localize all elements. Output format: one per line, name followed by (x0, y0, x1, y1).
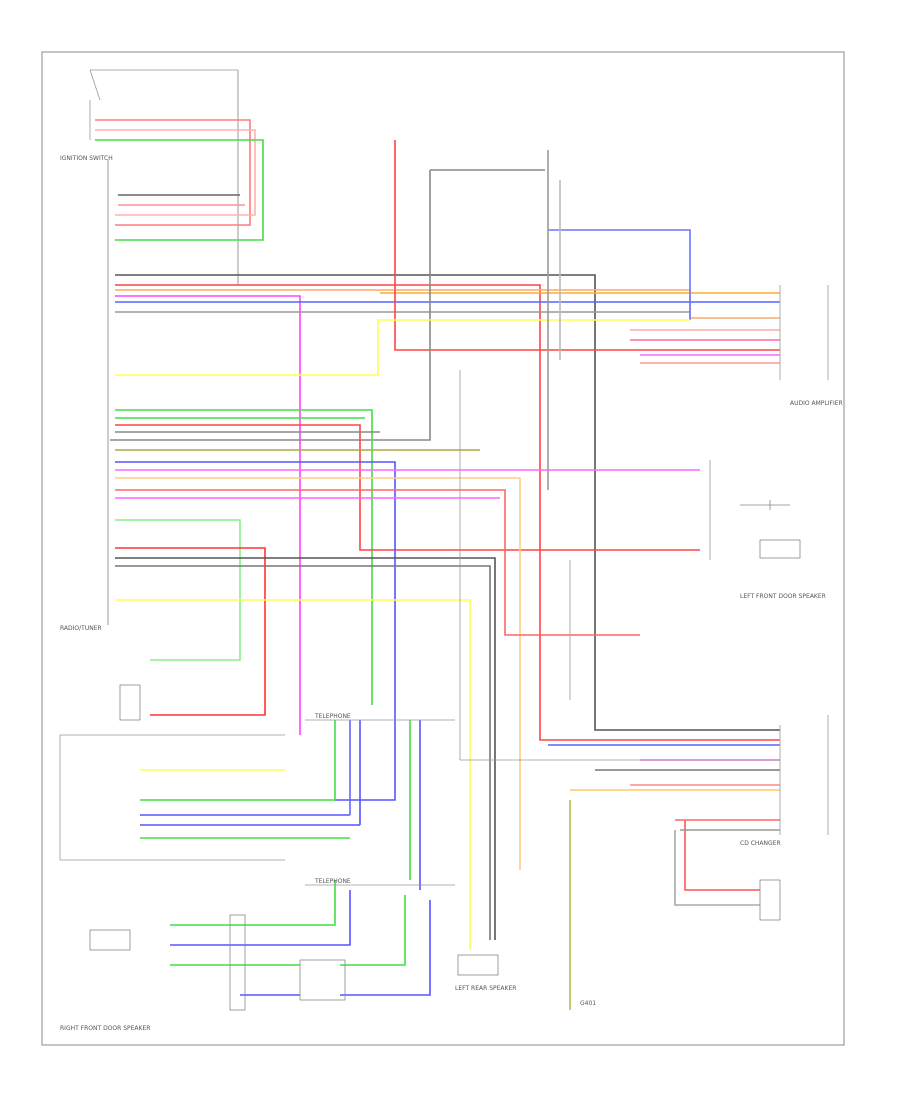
label-ground: G401 (580, 1000, 596, 1007)
label-left-front-speaker: LEFT FRONT DOOR SPEAKER (740, 593, 826, 600)
label-telephone-bottom: TELEPHONE (314, 878, 351, 885)
wires (95, 119, 780, 1010)
diagram-frame (41, 51, 845, 1046)
left-rear-speaker-box (457, 954, 499, 976)
front-speaker-box (89, 929, 131, 951)
label-right-front-speaker: RIGHT FRONT DOOR SPEAKER (60, 1025, 150, 1032)
right-speaker-box (759, 539, 801, 559)
label-telephone-top: TELEPHONE (314, 713, 351, 720)
labels: IGNITION SWITCH RADIO/TUNER AUDIO AMPLIF… (60, 155, 843, 1032)
label-cd-changer: CD CHANGER (740, 840, 781, 847)
cd-changer-box (759, 879, 781, 921)
connector-rails (59, 285, 829, 886)
ignition-switch-block (89, 69, 239, 285)
switch-box (119, 684, 141, 721)
junction-box (299, 959, 346, 1001)
speaker-symbol (740, 500, 790, 510)
label-left-rear-speaker: LEFT REAR SPEAKER (455, 985, 516, 992)
telephone-left-box (229, 914, 246, 1011)
components (89, 500, 801, 1011)
label-amplifier: AUDIO AMPLIFIER (790, 400, 843, 407)
label-radio: RADIO/TUNER (60, 625, 102, 632)
label-ignition: IGNITION SWITCH (60, 155, 113, 162)
